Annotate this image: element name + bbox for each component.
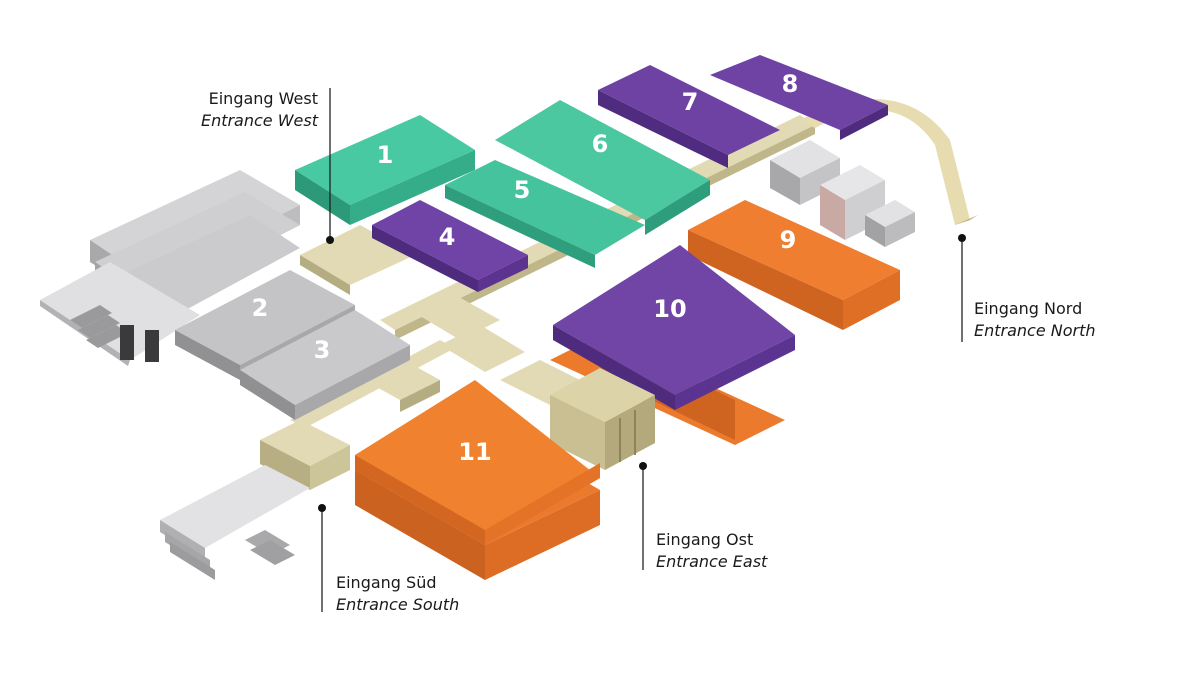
entrance-north-de: Eingang Nord xyxy=(974,299,1083,318)
hall-7-number: 7 xyxy=(682,88,699,116)
north-service-buildings xyxy=(770,140,915,247)
entrance-north-en: Entrance North xyxy=(974,321,1096,340)
hall-10-number: 10 xyxy=(653,295,686,323)
entrance-west-de: Eingang West xyxy=(208,89,318,108)
entrance-west-en: Entrance West xyxy=(200,111,318,130)
hall-11-number: 11 xyxy=(458,438,491,466)
hall-6[interactable]: 6 xyxy=(495,100,710,235)
entrance-east-de: Eingang Ost xyxy=(656,530,754,549)
hall-5[interactable]: 5 xyxy=(445,160,645,268)
hall-6-number: 6 xyxy=(592,130,609,158)
hall-8-number: 8 xyxy=(782,70,799,98)
hall-1[interactable]: 1 xyxy=(295,115,475,225)
hall-4-number: 4 xyxy=(439,223,456,251)
hall-8[interactable]: 8 xyxy=(710,55,888,140)
south-entrance-stairs xyxy=(160,465,310,580)
east-entrance-building xyxy=(550,368,655,470)
hall-2-number: 2 xyxy=(252,294,269,322)
entrance-south-en: Entrance South xyxy=(336,595,460,614)
hall-3-number: 3 xyxy=(314,336,331,364)
entrance-south-label: Eingang Süd Entrance South xyxy=(336,572,536,616)
hall-9[interactable]: 9 xyxy=(688,200,900,330)
entrance-west-label: Eingang West Entrance West xyxy=(140,88,318,132)
hall-9-number: 9 xyxy=(780,226,797,254)
entrance-east-label: Eingang Ost Entrance East xyxy=(656,529,856,573)
entrance-south-de: Eingang Süd xyxy=(336,573,437,592)
west-service-buildings xyxy=(40,170,300,366)
hall-10[interactable]: 10 xyxy=(550,245,795,445)
hall-4[interactable]: 4 xyxy=(372,200,528,292)
leader-lines xyxy=(318,88,966,612)
hall-3[interactable]: 3 xyxy=(240,310,410,420)
entrance-north-label: Eingang Nord Entrance North xyxy=(974,298,1174,342)
hall-1-number: 1 xyxy=(377,141,394,169)
hall-5-number: 5 xyxy=(514,176,531,204)
hall-7[interactable]: 7 xyxy=(598,65,780,168)
hall-11[interactable]: 11 xyxy=(355,380,600,580)
entrance-east-en: Entrance East xyxy=(656,552,768,571)
